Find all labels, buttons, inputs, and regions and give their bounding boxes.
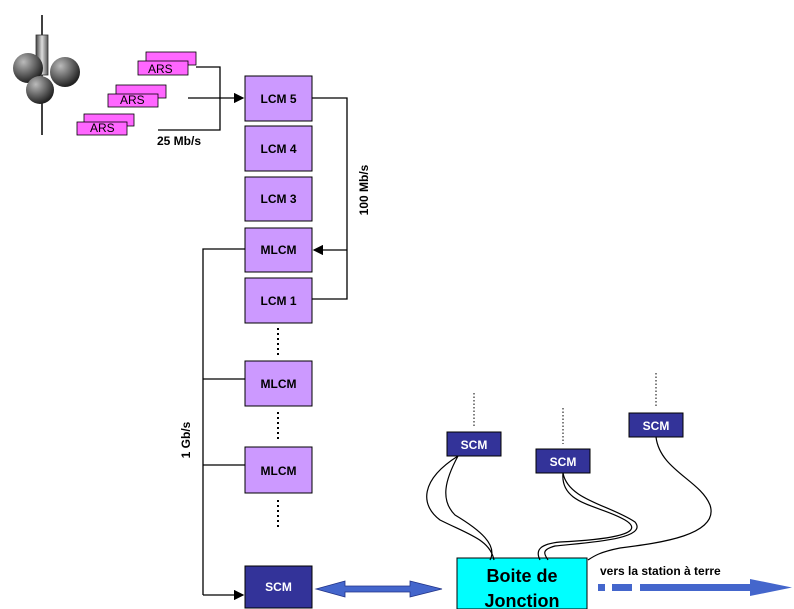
main-link-rate: 1 Gb/s	[179, 421, 193, 458]
lcm4-box: LCM 4	[244, 125, 313, 172]
svg-text:LCM 5: LCM 5	[261, 92, 297, 106]
lcm5-box: LCM 5	[244, 75, 313, 122]
svg-text:MLCM: MLCM	[261, 377, 297, 391]
scm-remote-b: SCM	[535, 448, 591, 474]
ars-label: ARS	[90, 121, 115, 135]
svg-text:SCM: SCM	[643, 419, 670, 433]
svg-text:Jonction: Jonction	[485, 591, 560, 609]
junction-box: Boite de Jonction	[456, 557, 588, 609]
main-trunk	[202, 248, 245, 601]
ars-group-2: ARS	[107, 84, 167, 108]
svg-text:LCM 4: LCM 4	[261, 142, 297, 156]
svg-text:SCM: SCM	[265, 580, 292, 594]
scm-remote-c: SCM	[628, 412, 684, 438]
ars-label: ARS	[120, 93, 145, 107]
svg-text:LCM 1: LCM 1	[261, 294, 297, 308]
mlcm-low-box: MLCM	[244, 446, 313, 494]
ars-group-1: ARS	[137, 51, 197, 76]
mlcm-top-box: MLCM	[244, 227, 313, 273]
lcm1-box: LCM 1	[244, 277, 313, 324]
ars-group-3: ARS	[76, 113, 135, 136]
ars-link-rate: 25 Mb/s	[157, 134, 201, 148]
ars-links	[158, 66, 245, 131]
lcm3-box: LCM 3	[244, 176, 313, 222]
cables	[426, 436, 712, 561]
scm-remote-a: SCM	[446, 431, 502, 457]
svg-text:SCM: SCM	[461, 438, 488, 452]
svg-text:SCM: SCM	[550, 455, 577, 469]
mlcm-mid-box: MLCM	[244, 360, 313, 407]
optical-module-icon	[13, 15, 80, 135]
lcm-bracket	[312, 97, 348, 300]
svg-text:MLCM: MLCM	[261, 464, 297, 478]
ars-label: ARS	[148, 62, 173, 76]
svg-text:Boite de: Boite de	[486, 566, 557, 586]
svg-text:LCM 3: LCM 3	[261, 192, 297, 206]
shore-label: vers la station à terre	[600, 564, 721, 578]
shore-arrow	[598, 579, 792, 596]
double-arrow	[314, 580, 443, 598]
svg-text:MLCM: MLCM	[261, 243, 297, 257]
lcm-link-rate: 100 Mb/s	[357, 164, 371, 215]
scm-base-box: SCM	[244, 565, 313, 609]
